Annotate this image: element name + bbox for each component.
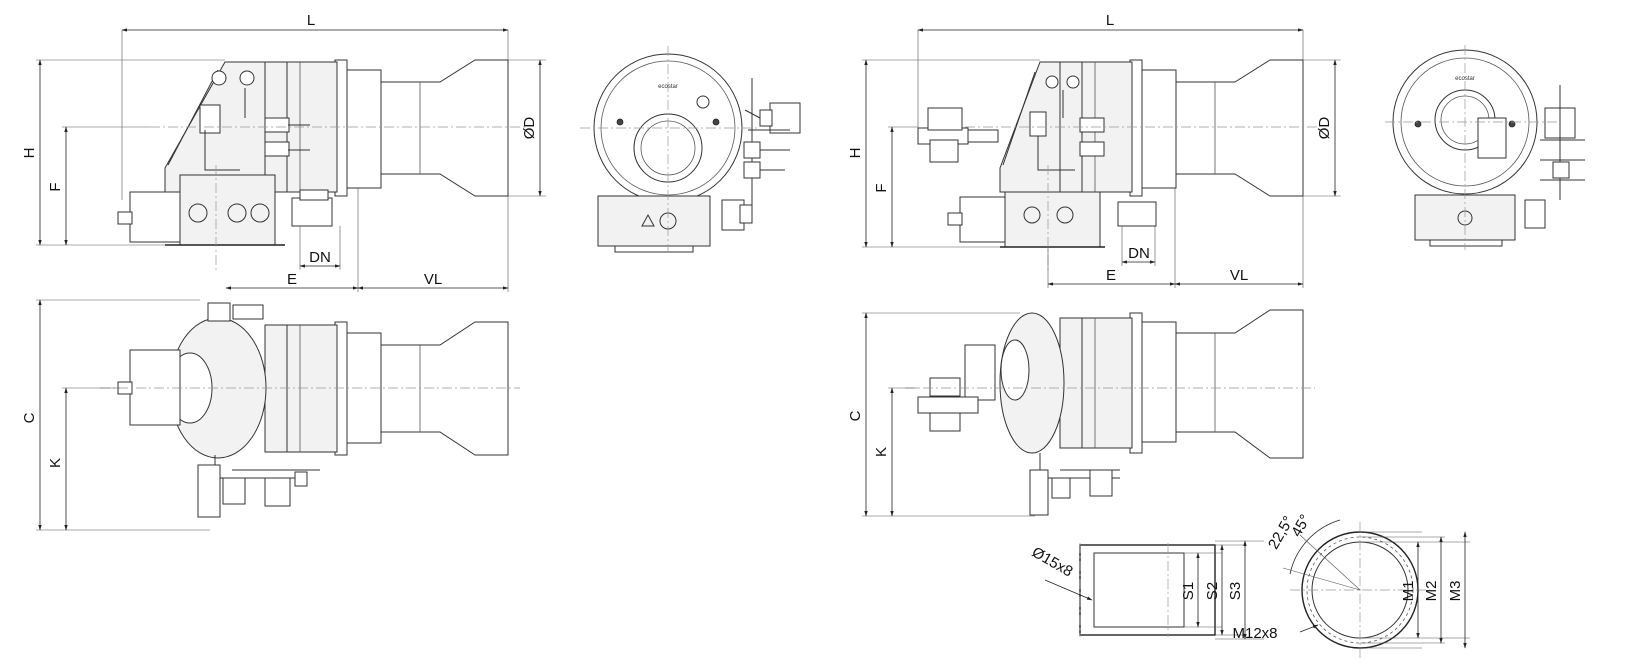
dim-M1-label: M1 <box>1400 581 1417 602</box>
top-view-right <box>905 309 1315 516</box>
angle-45-label: 45° <box>1288 512 1314 540</box>
dim-F-label: F <box>47 182 64 191</box>
round-flange-detail: M1 M2 M3 22,5° 45° M12x8 <box>1232 512 1470 660</box>
dimensions-view6: C K <box>847 312 1035 517</box>
dim-H-label: H <box>21 148 38 159</box>
dim-E-label: E <box>287 271 297 288</box>
dim-C-label: C <box>21 412 38 423</box>
dim-L-label: L <box>307 12 315 29</box>
dim-C-label-right: C <box>847 410 864 421</box>
dim-K-label-right: K <box>873 447 890 457</box>
dim-S1-label: S1 <box>1180 582 1197 600</box>
dim-K-label: K <box>47 458 64 468</box>
dim-VL-label-right: VL <box>1230 267 1248 284</box>
dim-M3-label: M3 <box>1447 581 1464 602</box>
dim-H-label-right: H <box>847 148 864 159</box>
dimensions-view1: L H F ØD DN E VL <box>21 12 546 292</box>
side-view-right <box>917 59 1320 270</box>
side-view-left <box>117 59 525 270</box>
top-view-left <box>100 302 520 518</box>
dim-OD-label-right: ØD <box>1316 117 1333 140</box>
dim-E-label-right: E <box>1106 267 1116 284</box>
dim-S3-label: S3 <box>1227 582 1244 600</box>
front-view-right: ecostar <box>1385 45 1585 250</box>
dim-OD-label: ØD <box>521 117 538 140</box>
dim-M2-label: M2 <box>1423 581 1440 602</box>
dim-VL-label: VL <box>424 271 442 288</box>
svg-text:ecostar: ecostar <box>1455 76 1475 82</box>
dim-L-label-right: L <box>1106 12 1114 29</box>
dim-F-label-right: F <box>873 183 890 192</box>
front-view-left: ecostar <box>580 46 801 253</box>
dim-S2-label: S2 <box>1204 582 1221 600</box>
dimensions-view4: L H F ØD DN E VL <box>847 12 1341 288</box>
thread-spec-label: M12x8 <box>1232 625 1277 642</box>
dimensions-view3: C K <box>21 299 210 531</box>
dim-DN-label-right: DN <box>1128 245 1150 262</box>
square-flange-detail: S1 S2 S3 Ø15x8 <box>1029 540 1264 640</box>
dim-DN-label: DN <box>309 249 331 266</box>
hole-spec-label: Ø15x8 <box>1029 544 1076 581</box>
